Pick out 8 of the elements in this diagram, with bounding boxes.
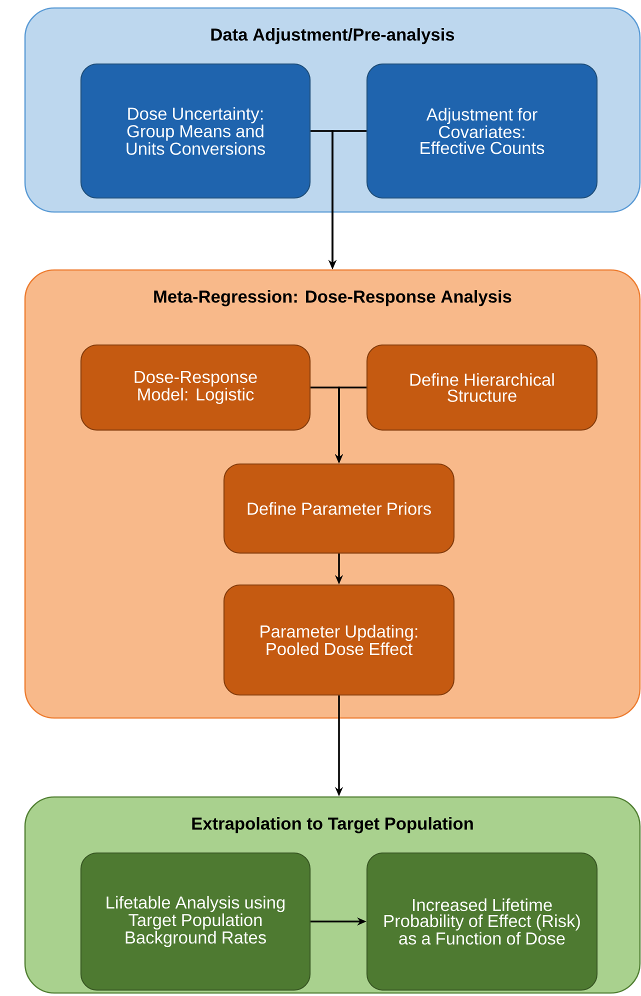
process-box: Parameter Updating: Pooled Dose Effect — [223, 584, 455, 696]
process-box: Dose Uncertainty: Group Means and Units Conversions — [80, 63, 311, 199]
process-box: Adjustment for Covariates: Effective Counts — [366, 63, 598, 199]
process-box: Define Parameter Priors — [223, 463, 455, 554]
process-box: Dose-Response Model: Logistic — [80, 344, 311, 431]
process-box: Lifetable Analysis using Target Population Background Rates — [80, 852, 311, 991]
process-box: Define Hierarchical Structure — [366, 344, 598, 431]
process-box: Increased Lifetime Probability of Effect (Risk) as a Function of Dose — [366, 852, 598, 991]
